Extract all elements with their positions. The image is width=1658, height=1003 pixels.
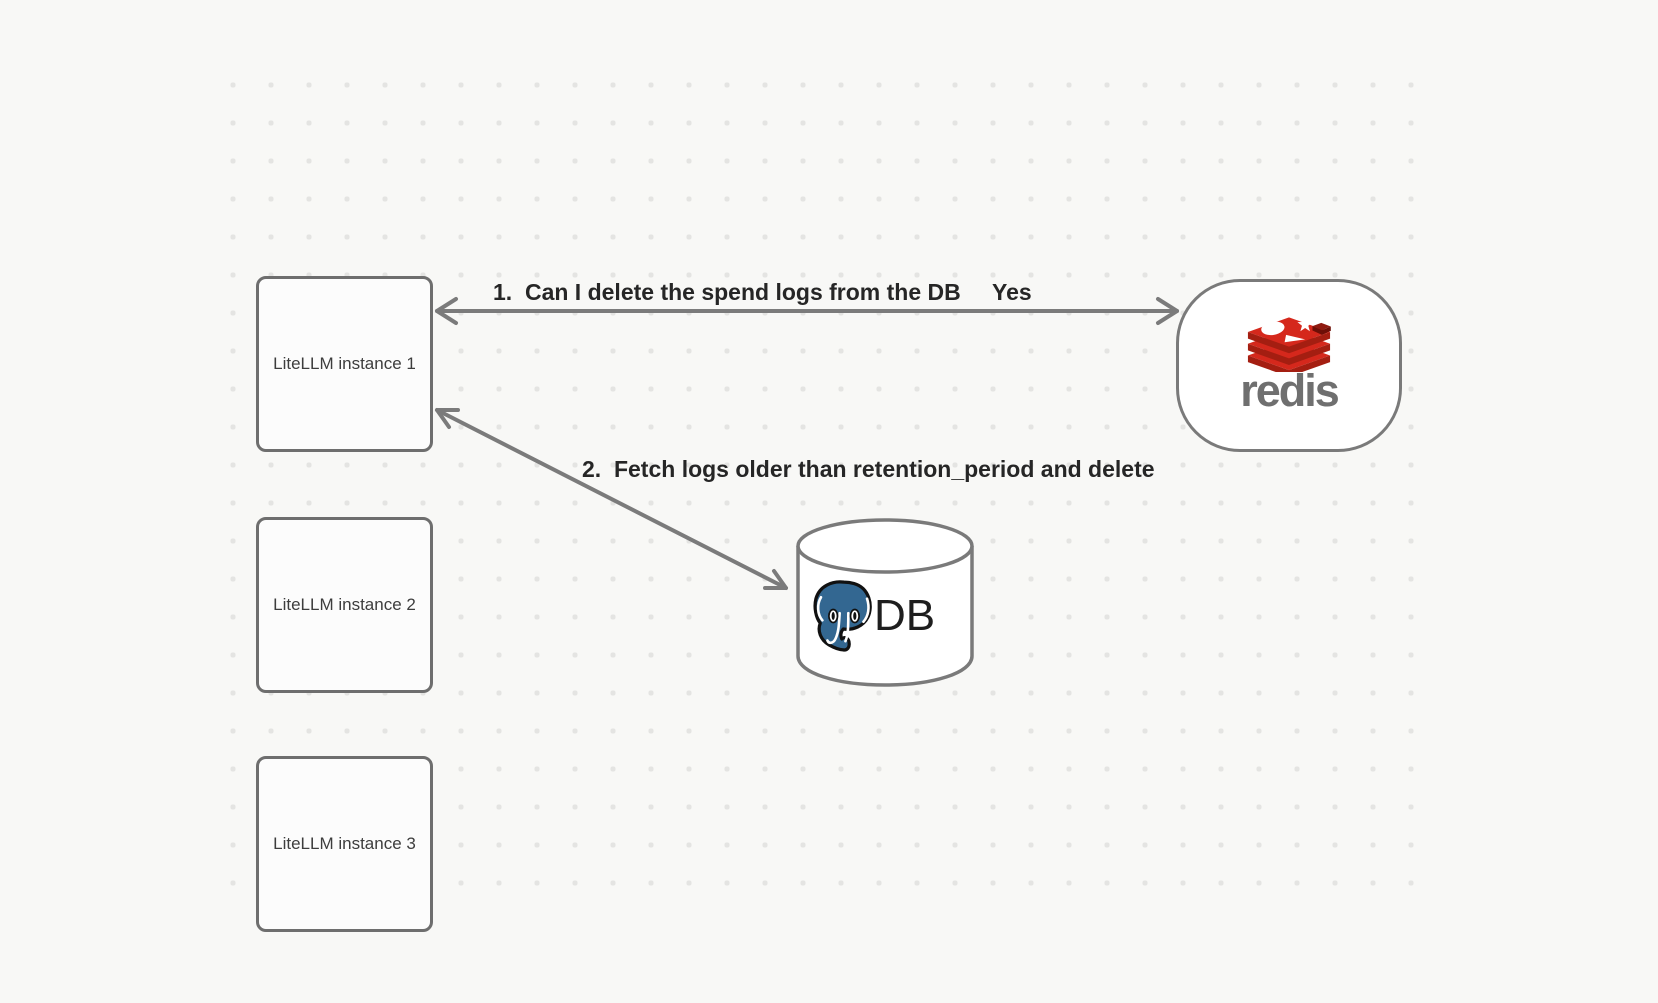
node-litellm-instance-1[interactable]: LiteLLM instance 1 [256,276,433,452]
node-label: LiteLLM instance 3 [273,834,416,853]
node-litellm-instance-2[interactable]: LiteLLM instance 2 [256,517,433,693]
node-redis[interactable]: redis [1176,279,1402,452]
node-label: LiteLLM instance 1 [273,354,416,373]
edge1-label[interactable]: 1. Can I delete the spend logs from the … [493,279,961,305]
edge2-label[interactable]: 2. Fetch logs older than retention_perio… [582,456,1155,482]
arrow-litellm1-db[interactable] [435,408,788,590]
node-label: LiteLLM instance 2 [273,595,416,614]
db-label: DB [874,591,936,640]
postgres-elephant-icon [813,580,872,652]
redis-wordmark: redis [1240,365,1340,416]
edge1-response-label[interactable]: Yes [992,279,1032,305]
redis-cube-stack-icon [1247,316,1331,372]
arrow-litellm1-redis[interactable] [435,297,1179,325]
node-litellm-instance-3[interactable]: LiteLLM instance 3 [256,756,433,932]
node-database[interactable]: DB [808,578,958,654]
